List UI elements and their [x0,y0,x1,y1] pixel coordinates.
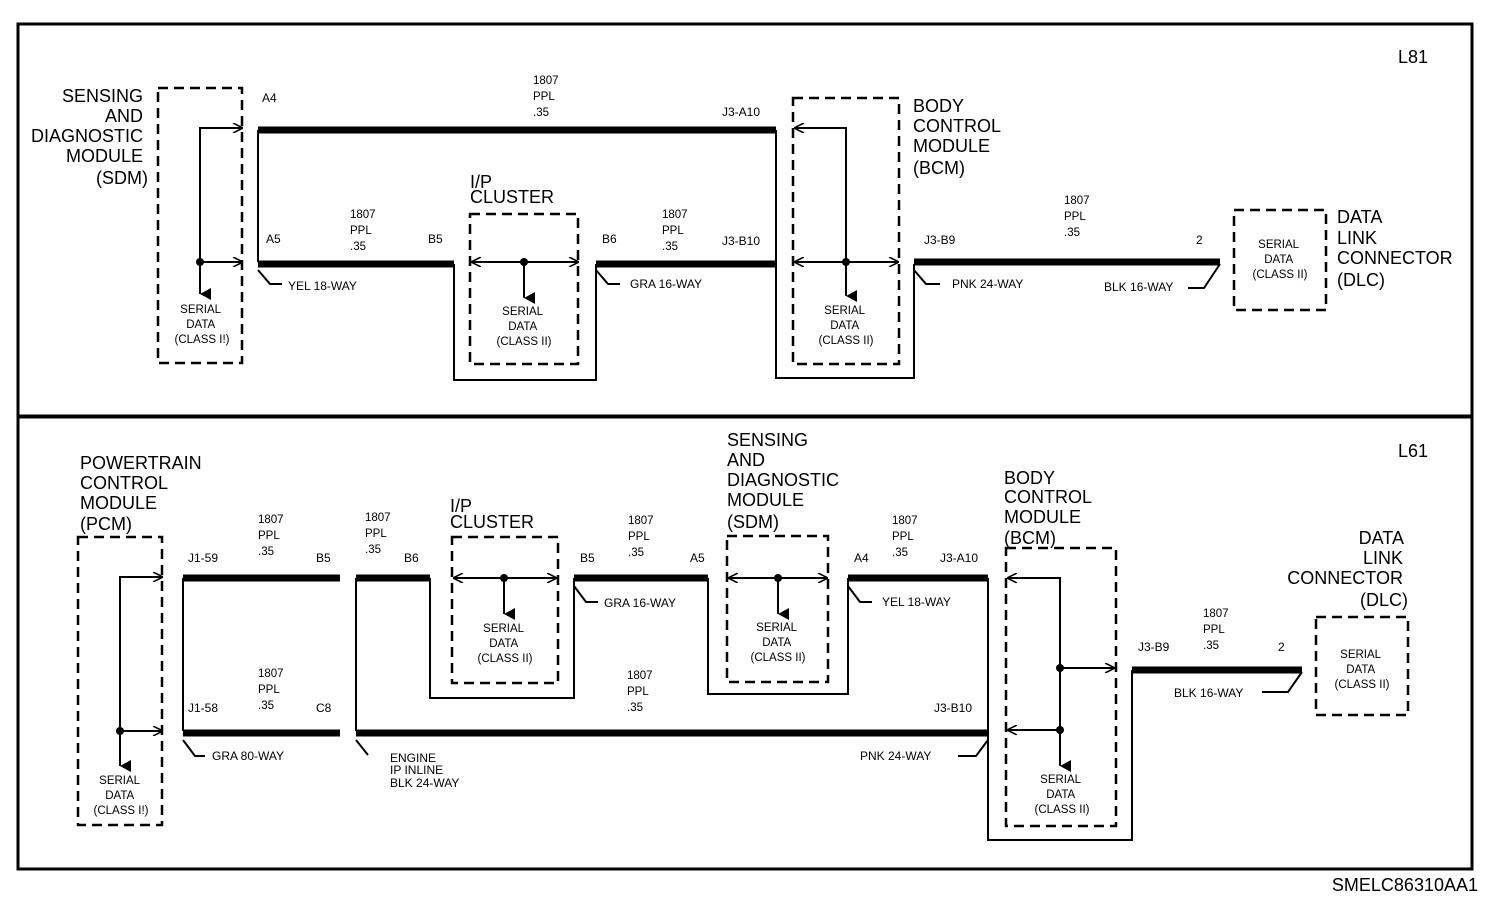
bcm-box [791,96,901,366]
sdm-box [156,86,244,365]
pin-label: 2 [1278,640,1285,654]
bcm-module: BODY CONTROL MODULE (BCM) SERIAL DATA (C… [987,468,1133,841]
pin-label: J3-B10 [722,234,760,248]
ip-cluster-box [450,535,560,685]
dlc-label: DATA LINK CONNECTOR (DLC) [1287,528,1408,610]
connector-label: YEL 18-WAY [288,279,357,293]
ip-cluster-module: I/P CLUSTER SERIAL DATA (CLASS II) [429,496,575,699]
wire-tag: 1807 PPL .35 [1064,195,1093,239]
connector-label: GRA 16-WAY [604,596,676,610]
sdm-module: SENSING AND DIAGNOSTIC MODULE (SDM) SERI… [707,430,849,695]
wire-tag: 1807 PPL .35 [258,668,287,712]
dlc-module: SERIAL DATA (CLASS II) DATA LINK CONNECT… [1232,207,1458,312]
connector-label: PNK 24-WAY [860,749,931,763]
sdm-label: SENSING AND DIAGNOSTIC MODULE (SDM) [727,430,844,532]
bcm-box [1004,546,1118,828]
wire-tag: 1807 PPL .35 [365,512,394,556]
pin-label: 2 [1196,233,1203,247]
pin-label: J3-B9 [1138,640,1170,654]
dlc-serial-data: SERIAL DATA (CLASS II) [1335,649,1390,691]
bcm-label: BODY CONTROL MODULE (BCM) [1004,468,1096,548]
wire-tag: 1807 PPL .35 [350,209,379,253]
pcm-module: POWERTRAIN CONTROL MODULE (PCM) SERIAL D… [76,453,207,827]
wire-tag: 1807 PPL .35 [258,514,287,558]
pin-label: A4 [262,91,277,105]
dlc-label: DATA LINK CONNECTOR (DLC) [1337,207,1458,290]
wire-tag: 1807 PPL .35 [1203,608,1232,652]
sdm-serial-data: SERIAL DATA (CLASS II) [751,622,806,664]
wire-tag: 1807 PPL .35 [627,670,656,714]
pin-label: B6 [602,232,617,246]
ip-serial-data: SERIAL DATA (CLASS II) [497,306,552,348]
pin-label: B6 [404,551,419,565]
pcm-serial-data: SERIAL DATA (CLASS I!) [94,775,149,817]
bcm-module: BODY CONTROL MODULE (BCM) SERIAL DATA (C… [775,96,1005,379]
pin-label: A5 [690,551,705,565]
pin-label: J3-A10 [722,105,760,119]
panel-variant-label: L61 [1398,441,1428,461]
pin-label: C8 [316,701,332,715]
connector-label: PNK 24-WAY [952,277,1023,291]
sdm-box [725,534,830,684]
bcm-label: BODY CONTROL MODULE (BCM) [913,96,1005,178]
pin-label: J1-59 [188,551,218,565]
pin-label: J3-B9 [924,233,956,247]
ip-cluster-module: I/P CLUSTER SERIAL DATA (CLASS II) [453,172,597,381]
ip-serial-data: SERIAL DATA (CLASS II) [478,623,533,665]
ip-cluster-label: I/P CLUSTER [450,496,534,532]
pcm-box [76,535,164,827]
connector-label: YEL 18-WAY [882,595,951,609]
wire-tag: 1807 PPL .35 [892,515,921,559]
ip-cluster-label: I/P CLUSTER [470,172,554,207]
panel-l61-frame [16,415,1474,871]
bcm-serial-data: SERIAL DATA (CLASS II) [1035,774,1090,816]
wire-tag: 1807 PPL .35 [533,75,562,119]
pin-label: J3-B10 [934,701,972,715]
panel-l81-frame [16,22,1474,418]
pin-label: B5 [428,232,443,246]
figure-code: SMELC86310AA1 [1332,875,1478,895]
wire-tag: 1807 PPL .35 [662,209,691,253]
pin-label: J1-58 [188,701,218,715]
pcm-label: POWERTRAIN CONTROL MODULE (PCM) [80,453,207,534]
panel-variant-label: L81 [1398,47,1428,67]
connector-label: GRA 16-WAY [630,277,702,291]
wire-tag: 1807 PPL .35 [628,515,657,559]
bcm-serial-data: SERIAL DATA (CLASS II) [819,305,874,347]
pin-label: J3-A10 [940,551,978,565]
ip-cluster-box [468,212,580,366]
sdm-module: SENSING AND DIAGNOSTIC MODULE (SDM) SERI… [31,86,244,365]
pin-label: A5 [266,232,281,246]
dlc-serial-data: SERIAL DATA (CLASS II) [1253,239,1308,281]
pin-label: B5 [580,551,595,565]
connector-label: BLK 16-WAY [1174,686,1243,700]
dlc-module: DATA LINK CONNECTOR (DLC) SERIAL DATA (C… [1287,528,1410,717]
connector-label: BLK 16-WAY [1104,280,1173,294]
pin-label: B5 [316,551,331,565]
sdm-label: SENSING AND DIAGNOSTIC MODULE (SDM) [31,86,148,188]
pin-label: A4 [854,551,869,565]
inline-connector-label: ENGINE IP INLINE BLK 24-WAY [390,751,459,790]
sdm-serial-data: SERIAL DATA (CLASS I!) [175,304,230,346]
connector-label: GRA 80-WAY [212,749,284,763]
